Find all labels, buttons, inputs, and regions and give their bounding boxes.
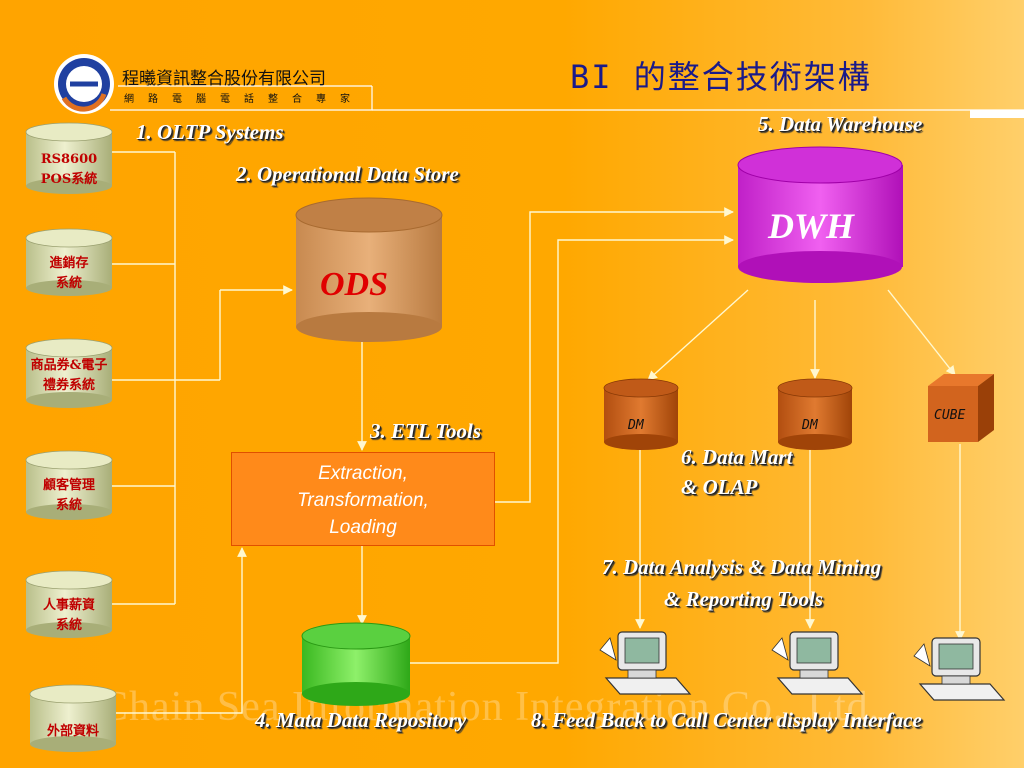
source-inventory-label: 進銷存系統 (49, 256, 89, 291)
company-logo-icon (54, 54, 114, 114)
dwh-store-label: DWH (768, 206, 855, 246)
computer-icon-2 (771, 631, 864, 695)
label-datamart-line2: & OLAP (681, 475, 758, 499)
label-dwh: 5. Data Warehouse (758, 112, 923, 136)
etl-line-3: Loading (329, 517, 397, 538)
etl-line-1: Extraction, (318, 463, 408, 484)
arrows-marts-to-tools (635, 444, 965, 641)
label-oltp: 1. OLTP Systems (136, 120, 284, 144)
cube-shape (928, 374, 994, 442)
dm-cylinder-1 (603, 378, 679, 450)
dm1-label: DM (628, 418, 644, 433)
label-ods: 2. Operational Data Store (236, 162, 459, 186)
page-title: BI 的整合技術架構 (570, 58, 872, 96)
cylinder-inventory (25, 228, 113, 296)
cylinder-hr (25, 570, 113, 638)
label-analysis-line2: & Reporting Tools (664, 587, 824, 611)
cylinder-crm (25, 450, 113, 520)
metadata-cylinder (301, 622, 411, 706)
cylinder-coupon (25, 338, 113, 408)
computer-icon-3 (913, 637, 1006, 701)
source-hr-label: 人事薪資系統 (42, 598, 95, 633)
etl-process-box: Extraction, Transformation, Loading (231, 452, 495, 546)
dm-cylinder-2 (777, 378, 853, 450)
source-cylinders (25, 122, 117, 752)
source-coupon-label: 商品券&電子禮券系統 (30, 358, 108, 393)
company-subtitle: 網路電腦電話整合專家 (124, 94, 364, 105)
cube-label: CUBE (934, 408, 966, 423)
dwh-cylinder (737, 146, 903, 283)
watermark-text: Chain Sea Information Integration Co., L… (100, 684, 881, 730)
etl-line-2: Transformation, (297, 490, 429, 511)
source-bus-lines (112, 151, 221, 605)
source-crm-label: 顧客管理系統 (42, 478, 95, 513)
dm2-label: DM (802, 418, 818, 433)
label-metadata: 4. Mata Data Repository (255, 708, 467, 732)
ods-store-label: ODS (320, 266, 389, 303)
arrow-external-to-etl (115, 547, 247, 714)
computer-icon-1 (599, 631, 692, 695)
cylinder-rs8600 (25, 122, 113, 194)
label-datamart-line1: 6. Data Mart (681, 445, 793, 469)
arrows-dwh-to-marts (647, 289, 956, 381)
label-analysis-line1: 7. Data Analysis & Data Mining (602, 555, 882, 579)
source-external-label: 外部資料 (46, 724, 99, 739)
label-etl-tools: 3. ETL Tools (370, 419, 482, 443)
arrow-etl-to-dwh (495, 207, 734, 503)
header-rule (110, 85, 1024, 118)
ods-cylinder (295, 197, 443, 342)
label-feedback: 8. Feed Back to Call Center display Inte… (531, 708, 922, 732)
arrow-metadata-to-dwh (410, 235, 734, 664)
company-name: 程曦資訊整合股份有限公司 (122, 69, 326, 89)
cylinder-external (29, 684, 117, 752)
